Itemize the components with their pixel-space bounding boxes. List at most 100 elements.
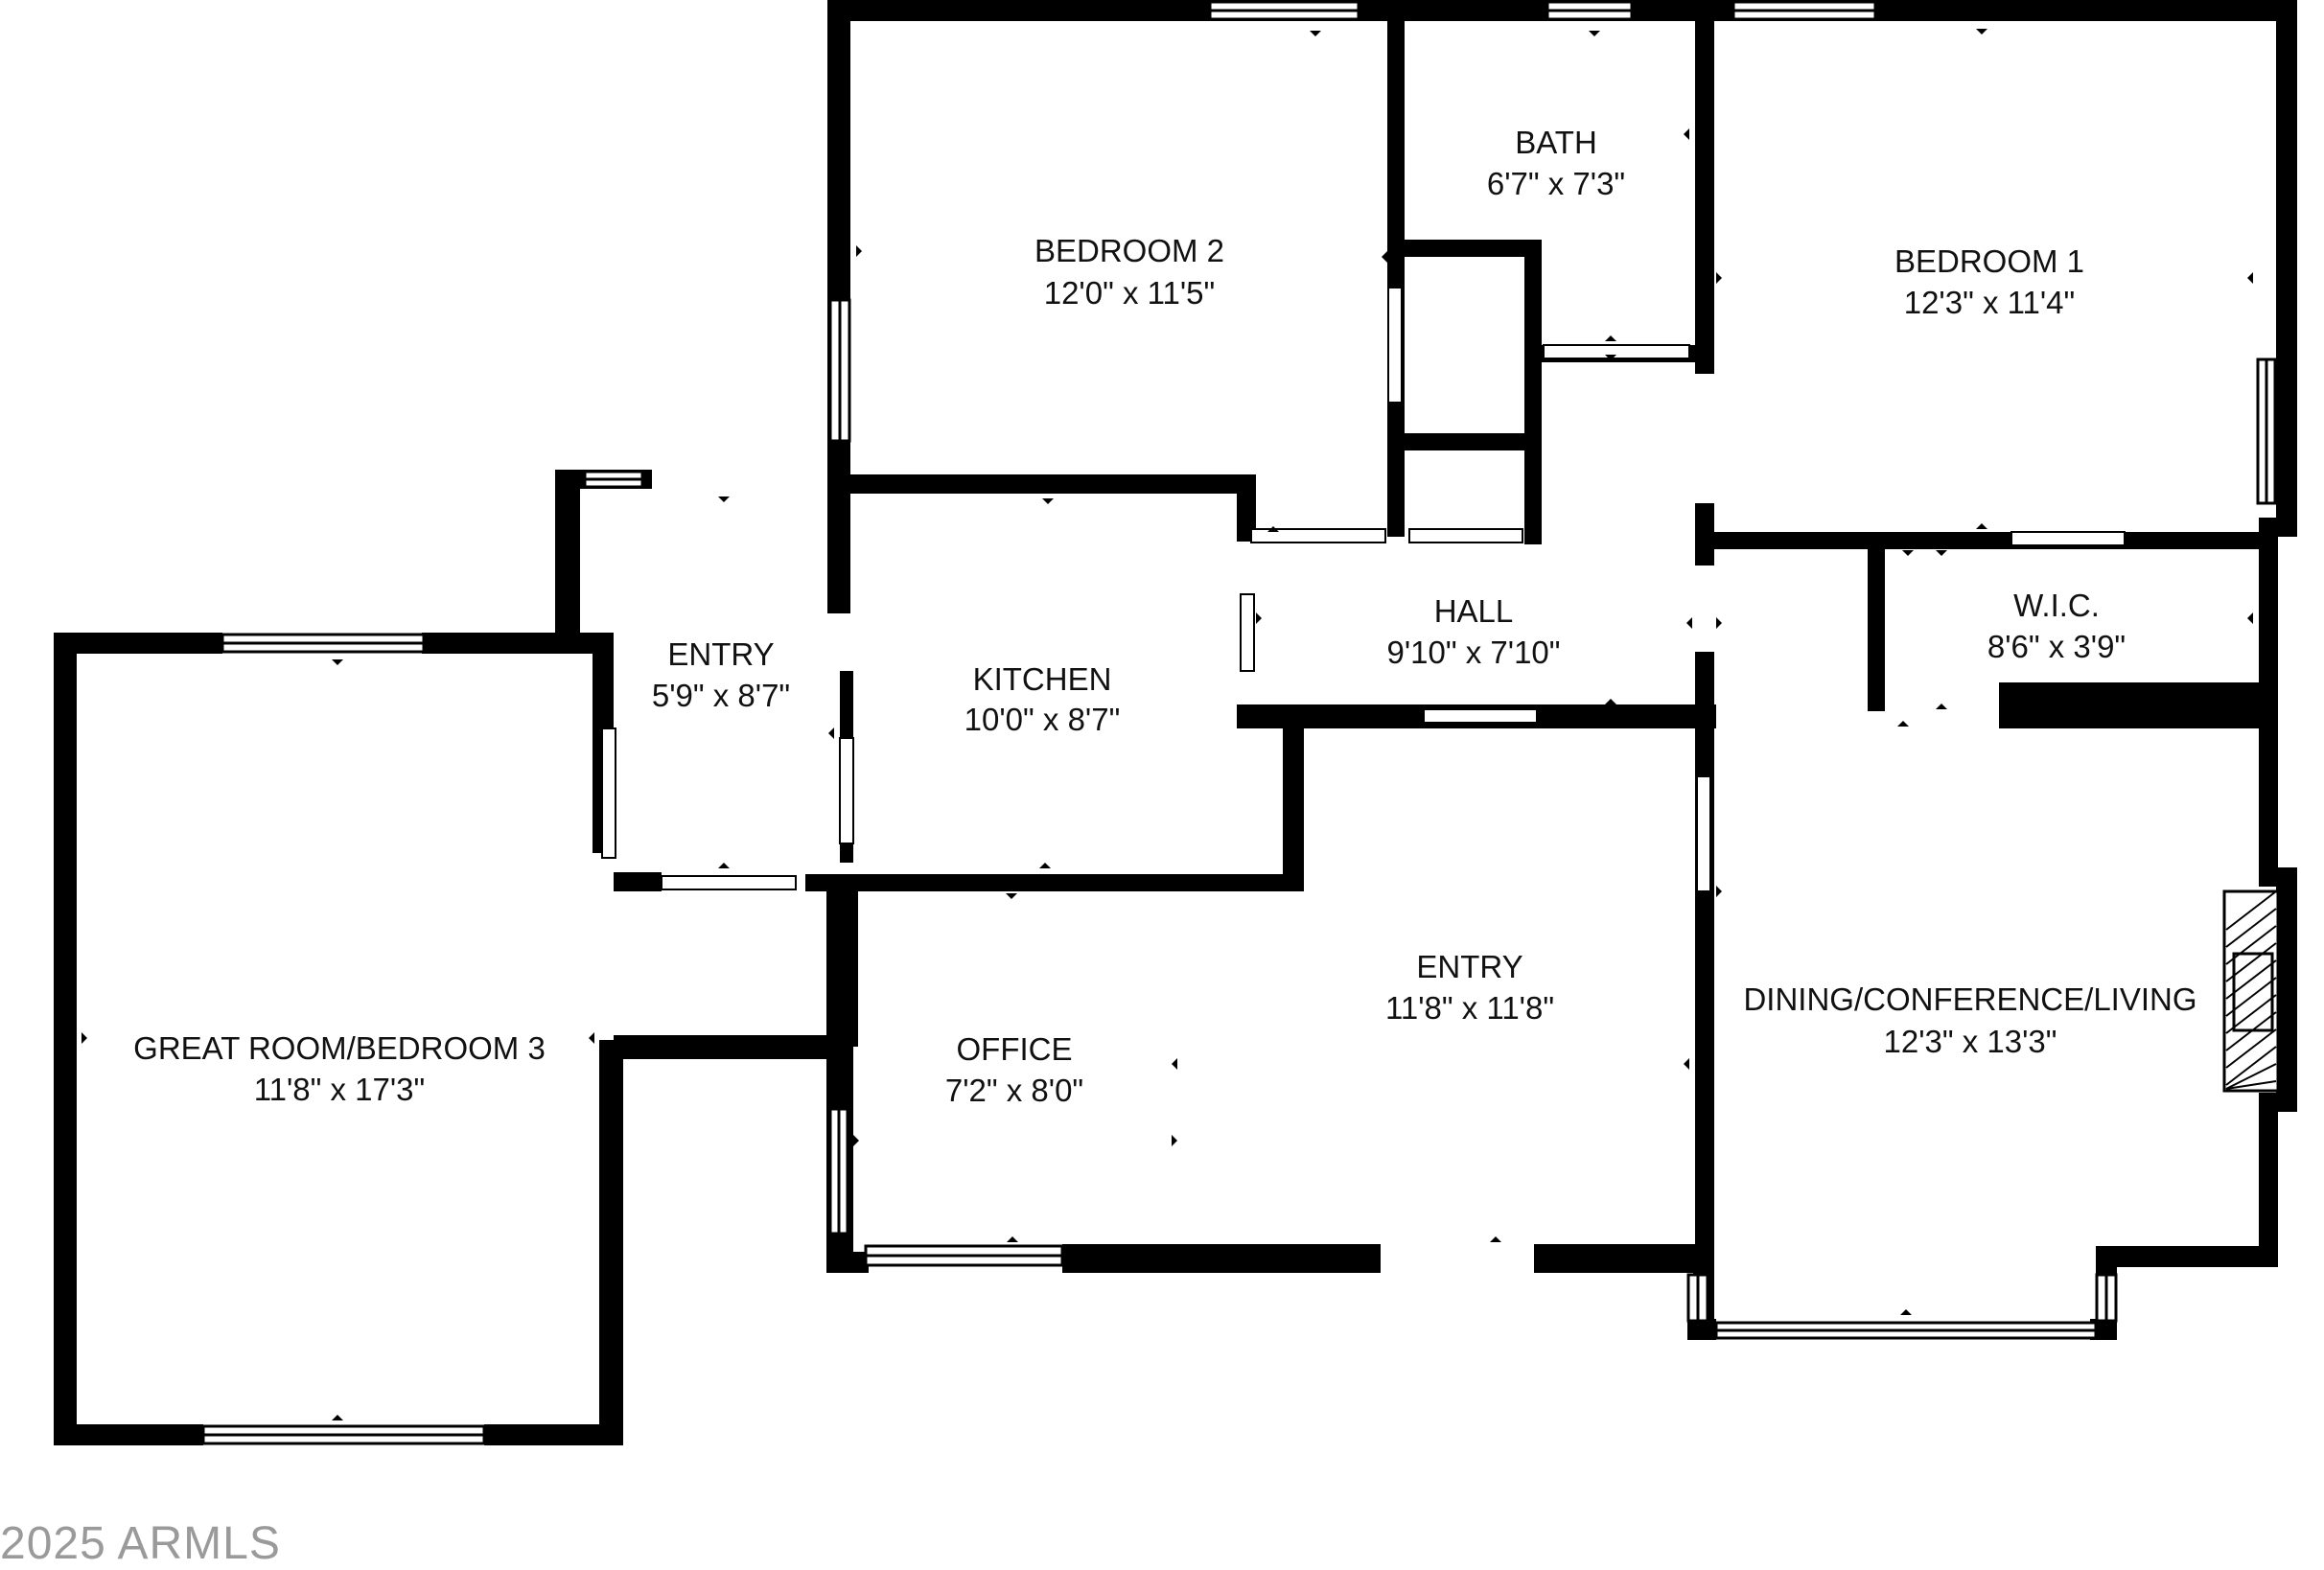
door-marker-icon — [1897, 721, 1909, 727]
door-marker-icon — [1006, 893, 1017, 899]
door-marker-icon — [1605, 699, 1616, 704]
wall-segment — [848, 874, 1304, 891]
door-marker-icon — [1007, 1236, 1018, 1242]
door-marker-icon — [1605, 355, 1616, 360]
door-marker-icon — [1042, 498, 1054, 504]
fireplace-hatch — [2225, 994, 2277, 1034]
wall-segment — [614, 872, 662, 891]
wall-segment — [1534, 1244, 1695, 1273]
door-marker-icon — [1310, 31, 1321, 36]
door-marker-icon — [853, 1135, 859, 1146]
door-opening — [1543, 344, 1690, 359]
room-wic: W.I.C. 8'6" x 3'9" — [1987, 588, 2126, 664]
wall-segment — [54, 633, 222, 654]
wall-segment — [2276, 867, 2297, 1110]
door-marker-icon — [1716, 272, 1722, 284]
door-marker-icon — [1172, 1058, 1177, 1070]
door-marker-icon — [828, 560, 834, 571]
room-name: ENTRY — [667, 636, 774, 672]
door-marker-icon — [856, 245, 862, 257]
room-name: OFFICE — [957, 1031, 1073, 1067]
room-dimensions: 9'10" x 7'10" — [1387, 635, 1561, 670]
room-office: OFFICE 7'2" x 8'0" — [945, 1031, 1083, 1108]
wall-segment — [2259, 728, 2278, 867]
door-opening — [1696, 775, 1711, 892]
door-opening — [601, 727, 616, 859]
fireplace-hatch — [2225, 1046, 2277, 1086]
room-dimensions: 11'8" x 11'8" — [1385, 990, 1554, 1026]
wall-segment — [848, 474, 1256, 494]
fireplace-hatch — [2225, 1063, 2277, 1090]
wall-segment — [1695, 724, 1714, 767]
wall-segment — [2096, 1246, 2278, 1267]
wall-segment — [54, 633, 77, 1445]
wall-segment — [1283, 725, 1304, 891]
room-dimensions: 12'0" x 11'5" — [1044, 275, 1216, 311]
door-marker-icon — [2247, 612, 2253, 624]
door-opening — [839, 737, 854, 844]
door-opening — [1240, 593, 1255, 672]
door-marker-icon — [828, 727, 834, 739]
wall-segment — [1387, 433, 1534, 450]
wall-segment — [1687, 1319, 1716, 1340]
door-opening — [2010, 531, 2126, 546]
fireplace-hatch — [2225, 1011, 2277, 1051]
wall-segment — [422, 633, 614, 654]
fireplace-hatch — [2225, 977, 2277, 1017]
room-name: KITCHEN — [973, 661, 1112, 697]
room-dimensions: 12'3" x 13'3" — [1884, 1024, 2057, 1059]
door-marker-icon — [1605, 335, 1616, 341]
fireplace-icon — [2222, 889, 2280, 1093]
wall-segment — [2259, 532, 2278, 728]
wall-segment — [2276, 0, 2297, 518]
fireplace-hatch — [2225, 942, 2277, 982]
door-marker-icon — [718, 496, 730, 502]
wall-segment — [614, 1035, 853, 1059]
room-great-room: GREAT ROOM/BEDROOM 3 11'8" x 17'3" — [133, 1030, 546, 1107]
room-name: BATH — [1515, 125, 1597, 160]
room-name: W.I.C. — [2013, 588, 2100, 623]
room-dimensions: 11'8" x 17'3" — [254, 1072, 426, 1107]
door-opening — [661, 875, 797, 890]
fireplace-hatch — [2225, 925, 2277, 965]
door-marker-icon — [1716, 617, 1722, 629]
door-marker-icon — [1395, 124, 1401, 135]
room-dimensions: 5'9" x 8'7" — [652, 678, 790, 713]
room-name: GREAT ROOM/BEDROOM 3 — [133, 1030, 546, 1066]
fireplace-hatch — [2225, 908, 2277, 948]
door-marker-icon — [1716, 886, 1722, 897]
room-kitchen: KITCHEN 10'0" x 8'7" — [964, 661, 1121, 737]
walls — [54, 0, 2297, 1445]
wall-segment — [1695, 532, 2278, 549]
wall-segment — [555, 470, 580, 642]
door-marker-icon — [1686, 617, 1692, 629]
door-marker-icon — [1900, 1309, 1912, 1315]
door-marker-icon — [332, 659, 343, 665]
door-marker-icon — [1684, 1058, 1689, 1070]
room-name: DINING/CONFERENCE/LIVING — [1743, 981, 2196, 1017]
room-hall: HALL 9'10" x 7'10" — [1387, 593, 1561, 670]
wall-segment — [1387, 21, 1405, 537]
door-opening — [1387, 287, 1403, 404]
door-marker-icon — [2247, 272, 2253, 284]
room-bath: BATH 6'7" x 7'3" — [1487, 125, 1625, 201]
wall-segment — [1387, 240, 1539, 257]
door-marker-icon — [1267, 526, 1279, 532]
door-marker-icon — [81, 1032, 87, 1044]
door-marker-icon — [1936, 704, 1947, 709]
door-marker-icon — [1976, 523, 1987, 529]
door-marker-icon — [332, 1415, 343, 1420]
room-name: BEDROOM 2 — [1034, 233, 1224, 268]
room-dimensions: 12'3" x 11'4" — [1904, 285, 2076, 320]
wall-segment — [2259, 1093, 2278, 1267]
room-dimensions: 6'7" x 7'3" — [1487, 166, 1625, 201]
copyright-watermark: 2025 ARMLS — [0, 1518, 281, 1569]
wall-segment — [1695, 21, 1714, 374]
fireplace-hatch — [2225, 1080, 2277, 1090]
door-marker-icon — [1936, 550, 1947, 556]
door-marker-icon — [1172, 1135, 1177, 1146]
door-marker-icon — [1256, 612, 1262, 624]
door-marker-icon — [1684, 128, 1689, 140]
room-dimensions: 10'0" x 8'7" — [964, 702, 1121, 737]
